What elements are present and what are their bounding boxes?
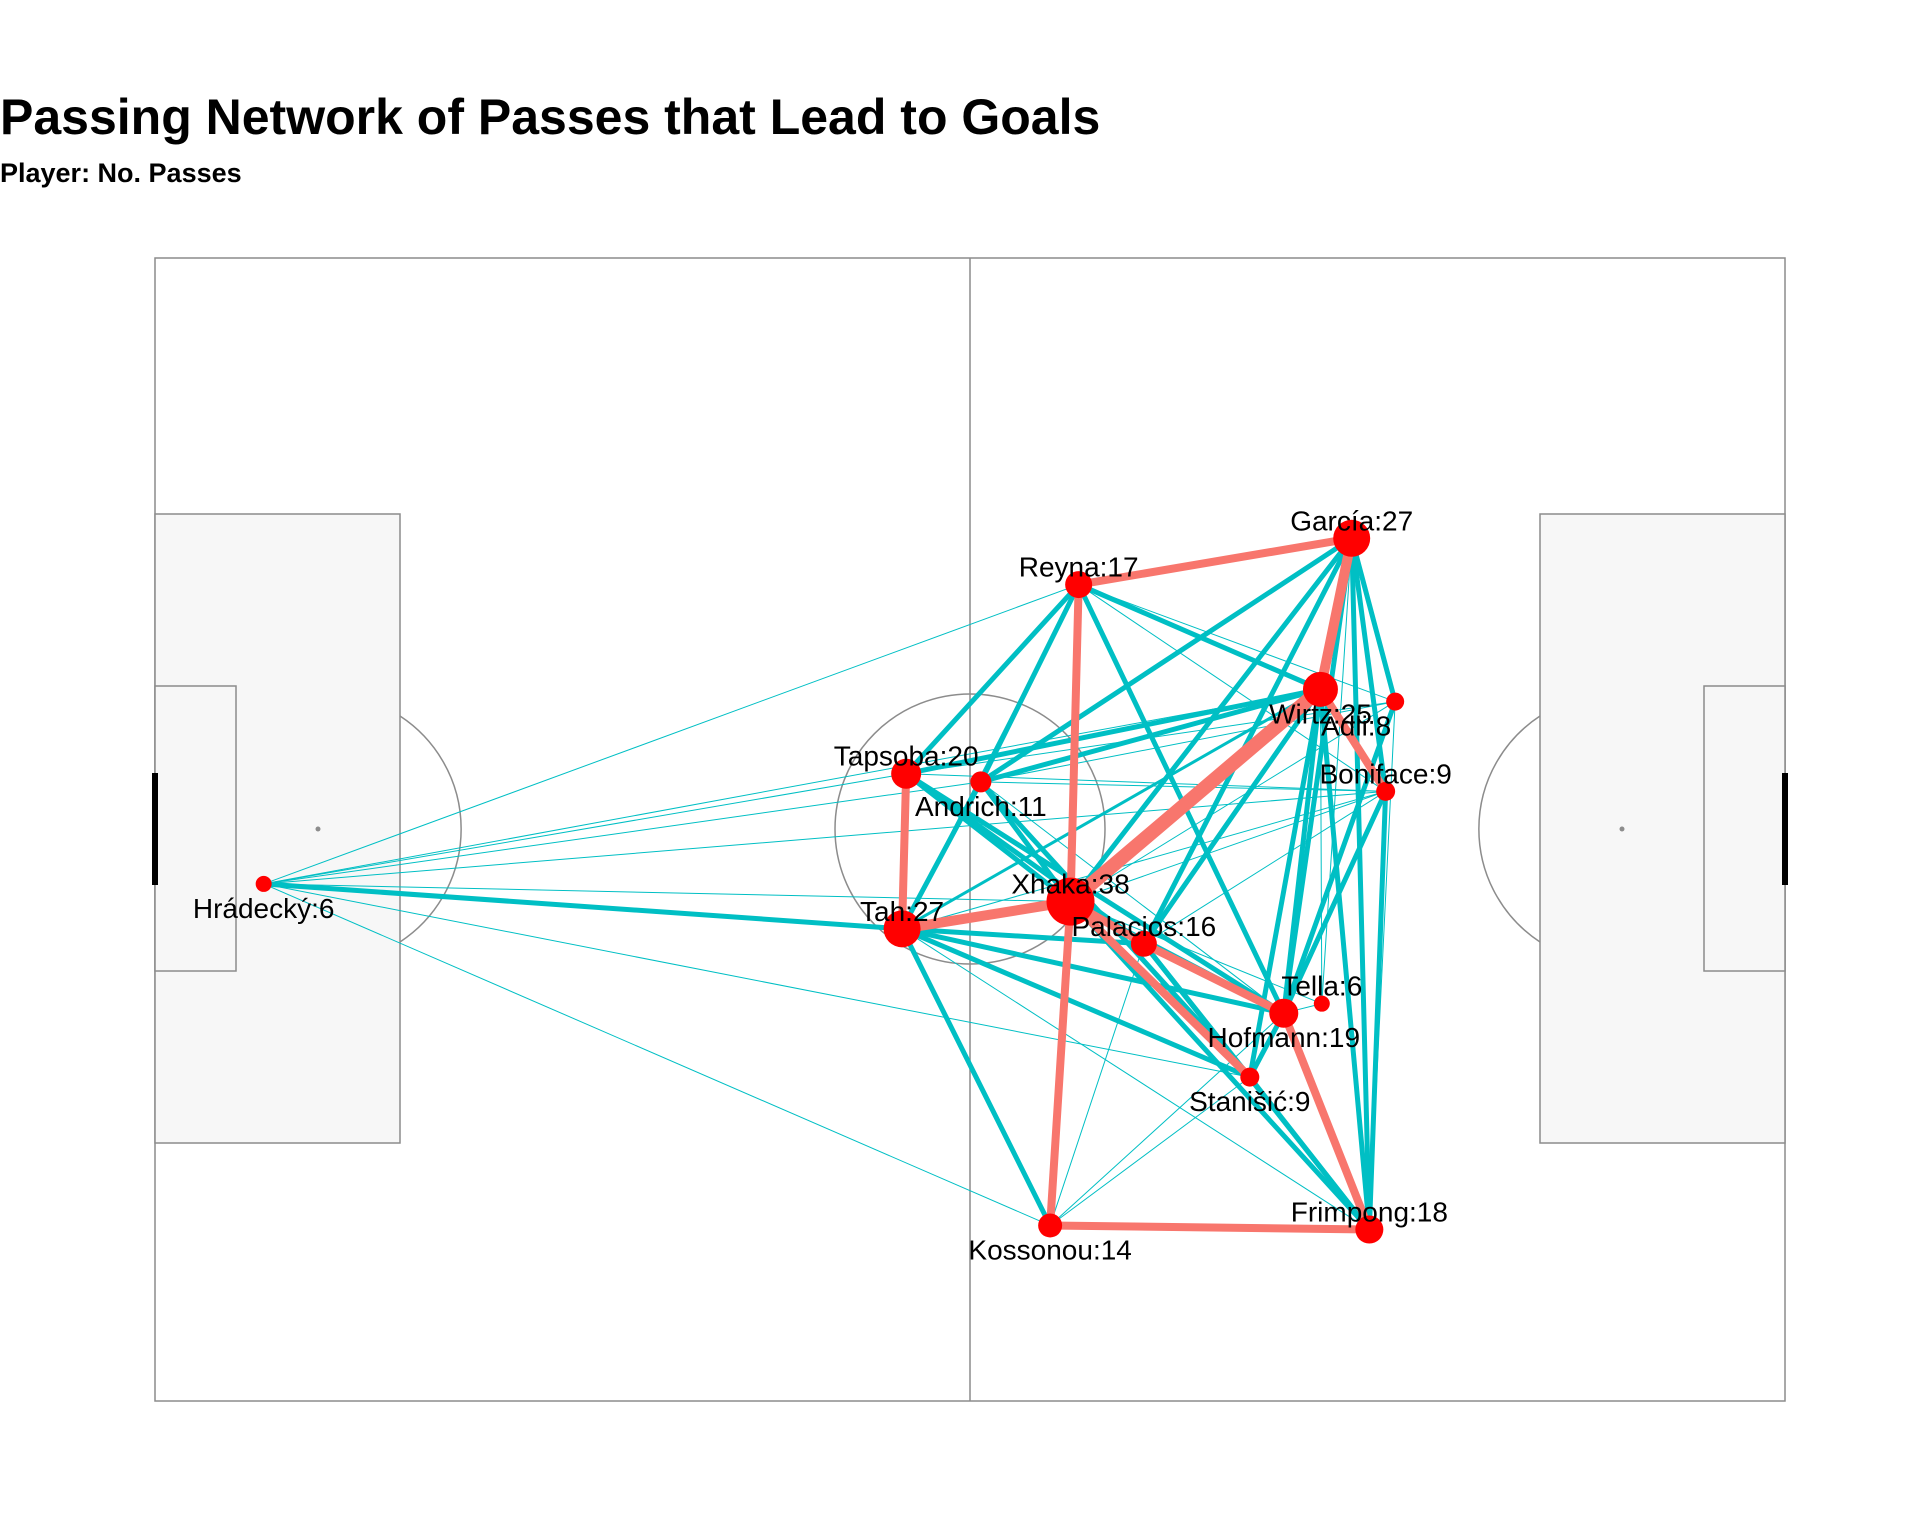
- left-penalty-arc: [399, 715, 462, 943]
- edge-tah-stanisic: [899, 926, 1253, 1080]
- edge-tah-hofmann: [899, 926, 1287, 1016]
- node-xhaka: [1046, 877, 1095, 926]
- edge-palacios-hofmann: [1139, 939, 1288, 1018]
- edge-wirtz-stanisic: [1247, 686, 1323, 1080]
- edge-tah-kossonou: [899, 926, 1053, 1228]
- edge-wirtz-frimpong: [1317, 686, 1372, 1233]
- label-adli: Adli:8: [1321, 711, 1391, 742]
- edge-garcia-adli: [1349, 535, 1398, 705]
- right-penalty-arc: [1478, 715, 1541, 943]
- edge-stanisic-kossonou: [1049, 1076, 1251, 1226]
- edge-kossonou-palacios: [1049, 943, 1145, 1226]
- edge-xhaka-stanisic: [1066, 897, 1254, 1082]
- edge-hradecky-tapsoba: [263, 773, 907, 885]
- edge-tapsoba-reyna: [903, 582, 1082, 777]
- label-boniface: Boniface:9: [1319, 758, 1451, 789]
- label-tapsoba: Tapsoba:20: [834, 741, 979, 772]
- label-tah: Tah:27: [860, 896, 944, 927]
- label-frimpong: Frimpong:18: [1291, 1197, 1448, 1228]
- label-reyna: Reyna:17: [1019, 552, 1139, 583]
- label-wirtz: Wirtz:25: [1269, 698, 1372, 729]
- player-nodes: [255, 519, 1405, 1244]
- edge-xhaka-wirtz: [1063, 682, 1328, 909]
- edge-wirtz-palacios: [1141, 686, 1323, 947]
- node-kossonou: [1038, 1213, 1063, 1238]
- label-hofmann: Hofmann:19: [1208, 1022, 1361, 1053]
- node-frimpong: [1355, 1215, 1384, 1244]
- edge-tah-frimpong: [901, 928, 1370, 1231]
- node-tapsoba: [891, 758, 922, 789]
- edge-hradecky-stanisic: [263, 883, 1251, 1078]
- node-palacios: [1130, 930, 1157, 957]
- edge-andrich-hofmann: [980, 781, 1285, 1014]
- label-hradecky: Hrádecký:6: [193, 893, 335, 924]
- edge-adli-hofmann: [1281, 699, 1398, 1016]
- edge-boniface-frimpong: [1366, 788, 1389, 1233]
- edge-hradecky-boniface: [263, 790, 1387, 885]
- node-stanisic: [1240, 1067, 1260, 1087]
- node-hofmann: [1269, 998, 1299, 1028]
- right-six-yard-box: [1703, 685, 1786, 972]
- edge-boniface-palacios: [1143, 790, 1387, 945]
- edge-tah-xhaka: [897, 896, 1076, 934]
- pitch: [152, 257, 1788, 1402]
- edge-hofmann-frimpong: [1279, 1009, 1374, 1234]
- label-stanisic: Stanišić:9: [1189, 1086, 1310, 1117]
- player-labels: Hrádecký:6 Tah:27 Tapsoba:20Andrich:11Xhak…: [193, 505, 1452, 1265]
- edge-tah-wirtz: [900, 687, 1322, 931]
- node-adli: [1386, 692, 1405, 711]
- node-hradecky: [255, 875, 272, 892]
- node-tella: [1313, 995, 1330, 1012]
- center-circle: [834, 693, 1106, 965]
- edge-kossonou-frimpong: [1046, 1221, 1374, 1234]
- edge-garcia-wirtz: [1315, 533, 1357, 695]
- node-reyna: [1065, 571, 1093, 599]
- edge-hradecky-kossonou: [263, 883, 1051, 1226]
- left-penalty-spot: [315, 826, 321, 832]
- edge-andrich-reyna: [978, 582, 1082, 785]
- node-andrich: [970, 771, 992, 793]
- edge-garcia-frimpong: [1349, 535, 1372, 1233]
- edge-tah-andrich: [899, 779, 984, 932]
- edge-hradecky-tah: [261, 881, 905, 932]
- edge-wirtz-hofmann: [1281, 686, 1323, 1016]
- edge-reyna-garcia: [1074, 534, 1356, 589]
- edge-garcia-tella: [1321, 537, 1353, 1005]
- label-tella: Tella:6: [1281, 971, 1362, 1002]
- label-kossonou: Kossonou:14: [968, 1234, 1131, 1265]
- edge-hradecky-andrich: [263, 781, 982, 885]
- chart-subtitle: Player: No. Passes: [0, 158, 242, 188]
- pass-edges: [261, 533, 1398, 1234]
- label-xhaka: Xhaka:38: [1011, 869, 1129, 900]
- edge-tapsoba-wirtz: [903, 686, 1323, 777]
- edge-tapsoba-hofmann: [903, 771, 1287, 1016]
- edge-reyna-wirtz: [1076, 582, 1323, 692]
- edge-tah-tapsoba: [898, 769, 911, 933]
- label-palacios: Palacios:16: [1071, 911, 1216, 942]
- edge-boniface-hofmann: [1281, 788, 1389, 1016]
- node-tah: [883, 910, 921, 948]
- edge-hradecky-reyna: [263, 584, 1080, 885]
- edge-andrich-garcia: [978, 535, 1355, 785]
- edge-stanisic-frimpong: [1247, 1074, 1372, 1233]
- edge-xhaka-garcia: [1068, 535, 1355, 905]
- edge-garcia-palacios: [1141, 535, 1355, 947]
- edge-xhaka-adli: [1070, 701, 1396, 903]
- chart-title: Passing Network of Passes that Lead to G…: [0, 89, 1101, 145]
- left-six-yard-box: [154, 685, 237, 972]
- edge-wirtz-boniface: [1316, 685, 1390, 796]
- node-garcia: [1333, 519, 1371, 557]
- node-wirtz: [1302, 671, 1338, 707]
- edge-xhaka-reyna: [1066, 580, 1083, 906]
- edge-reyna-boniface: [1078, 584, 1387, 792]
- edge-xhaka-kossonou: [1046, 897, 1075, 1230]
- edge-xhaka-frimpong: [1068, 899, 1372, 1233]
- label-andrich: Andrich:11: [915, 791, 1047, 822]
- label-garcia: García:27: [1290, 505, 1413, 536]
- edge-hradecky-xhaka: [263, 883, 1072, 903]
- right-penalty-spot: [1619, 826, 1625, 832]
- node-boniface: [1376, 781, 1396, 801]
- edge-kossonou-hofmann: [1049, 1012, 1285, 1226]
